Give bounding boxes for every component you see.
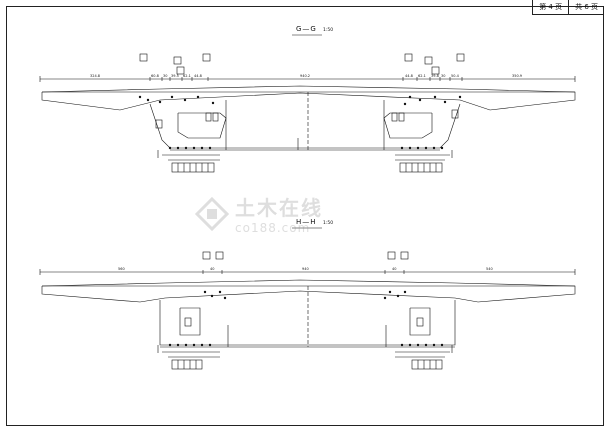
section-scale-gg: 1:50 bbox=[323, 28, 334, 33]
dim-gg-4: 62.1 bbox=[183, 74, 191, 78]
dim-gg-6: 940.2 bbox=[300, 74, 310, 78]
dim-hh-3: 40 bbox=[392, 267, 396, 271]
section-hh-bottom-dims bbox=[157, 345, 453, 358]
dim-gg-10: 30 bbox=[441, 74, 445, 78]
dim-hh-0: 560 bbox=[118, 267, 125, 271]
page-indicator: 第 4 页 共 6 页 bbox=[532, 0, 604, 15]
section-title-hh: H—H bbox=[296, 218, 317, 226]
section-gg-rebar-table-right bbox=[399, 162, 443, 173]
current-page: 第 4 页 bbox=[539, 3, 563, 11]
dim-gg-8: 62.1 bbox=[418, 74, 426, 78]
dim-gg-5: 44.8 bbox=[194, 74, 202, 78]
section-gg-bottom-dims bbox=[157, 150, 453, 161]
section-title-gg: G—G bbox=[296, 25, 317, 33]
dim-gg-11: 50.4 bbox=[451, 74, 460, 78]
section-hh-rebar-table-left bbox=[171, 359, 203, 370]
total-pages: 共 6 页 bbox=[568, 0, 604, 14]
watermark: 土木在线 co188.com bbox=[195, 192, 323, 235]
section-scale-hh: 1:50 bbox=[323, 221, 334, 226]
section-gg-callout-boxes bbox=[139, 53, 465, 129]
dim-gg-2: 30 bbox=[163, 74, 167, 78]
dim-hh-2: 940 bbox=[302, 267, 309, 271]
section-gg-rebar-table-left bbox=[171, 162, 215, 173]
dim-hh-1: 40 bbox=[210, 267, 214, 271]
section-gg-dim-labels: 324.8 60.8 30 39.5 62.1 44.8 940.2 44.8 … bbox=[90, 74, 522, 78]
section-gg-rebar-markers bbox=[138, 95, 462, 150]
section-hh-rebar-table-right bbox=[411, 359, 443, 370]
section-hh-dim-labels: 560 40 940 40 540 bbox=[118, 267, 493, 271]
watermark-logo-icon bbox=[195, 196, 229, 231]
section-hh-callout-boxes bbox=[184, 251, 424, 327]
dim-gg-12: 350.9 bbox=[512, 74, 522, 78]
watermark-cn-text: 土木在线 bbox=[235, 196, 323, 220]
dim-gg-0: 324.8 bbox=[90, 74, 100, 78]
dim-gg-7: 44.8 bbox=[405, 74, 413, 78]
section-gg-outline bbox=[39, 76, 576, 151]
drawing-frame bbox=[6, 6, 604, 426]
dim-gg-3: 39.5 bbox=[171, 74, 179, 78]
dim-gg-9: 39.8 bbox=[431, 74, 439, 78]
dim-hh-4: 540 bbox=[486, 267, 493, 271]
dim-gg-1: 60.8 bbox=[151, 74, 159, 78]
section-hh-rebar-markers bbox=[168, 290, 444, 347]
watermark-en-text: co188.com bbox=[235, 221, 311, 235]
section-hh-outline bbox=[39, 269, 576, 348]
